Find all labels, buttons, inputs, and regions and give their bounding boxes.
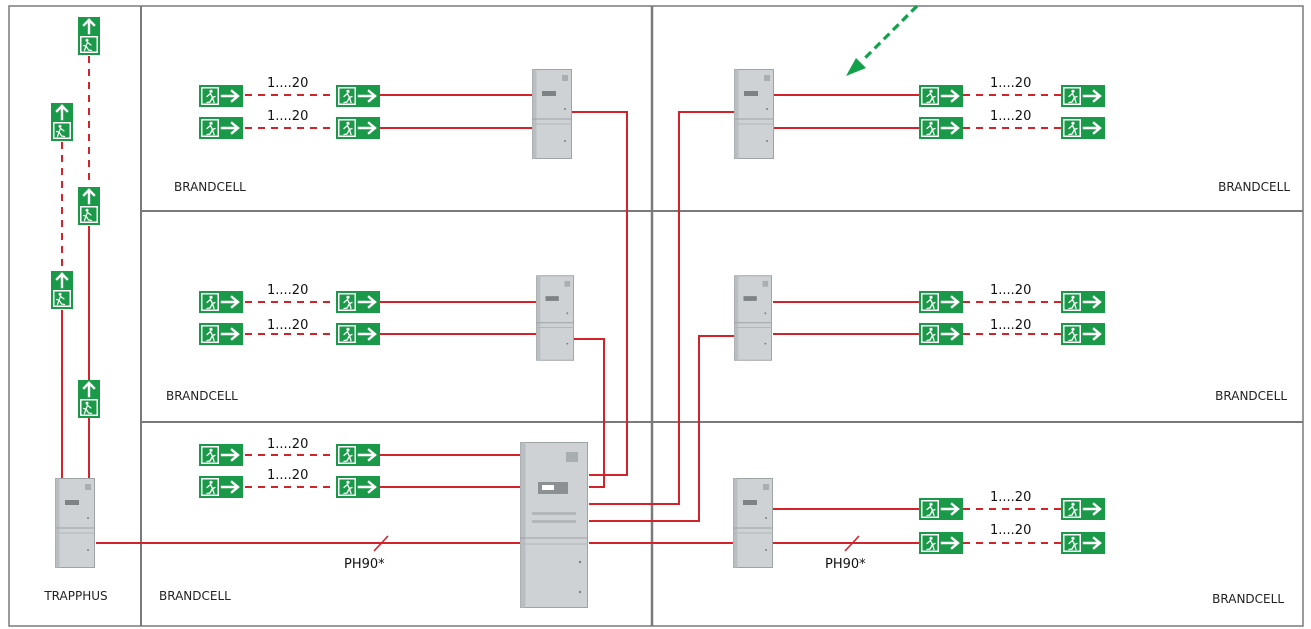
emergency-exit-right-arrow-icon [1061, 291, 1105, 313]
zone-label-brandcell: BRANDCELL [174, 180, 246, 194]
emergency-exit-right-arrow-icon [199, 323, 243, 345]
central-battery-cabinet-icon [520, 442, 588, 608]
count-label: 1....20 [267, 283, 308, 298]
central-battery-cabinet-icon [536, 275, 574, 361]
count-label: 1....20 [990, 490, 1031, 505]
emergency-exit-up-arrow-icon [51, 103, 73, 141]
ph90-label: PH90* [344, 557, 385, 572]
emergency-exit-right-arrow-icon [199, 85, 243, 107]
dashed-cables [61, 56, 1061, 544]
count-label: 1....20 [267, 318, 308, 333]
zone-label-trapphus: TRAPPHUS [43, 589, 107, 603]
zone-label-brandcell: BRANDCELL [1212, 592, 1284, 606]
count-label: 1....20 [990, 76, 1031, 91]
central-battery-cabinet-icon [55, 478, 95, 568]
emergency-exit-up-arrow-icon [78, 17, 100, 55]
emergency-exit-right-arrow-icon [336, 291, 380, 313]
emergency-exit-right-arrow-icon [1061, 498, 1105, 520]
emergency-exit-right-arrow-icon [336, 117, 380, 139]
emergency-exit-right-arrow-icon [336, 444, 380, 466]
central-battery-cabinet-icon [734, 275, 772, 361]
green-dashed-arrow-icon [846, 4, 919, 76]
count-labels: 1....20 1....20 1....20 1....20 1....20 … [267, 76, 1031, 538]
emergency-exit-right-arrow-icon [336, 476, 380, 498]
exit-signs-stairwell [51, 17, 100, 418]
count-label: 1....20 [990, 283, 1031, 298]
central-battery-cabinet-icon [733, 478, 773, 568]
count-label: 1....20 [267, 76, 308, 91]
emergency-exit-right-arrow-icon [199, 444, 243, 466]
emergency-exit-right-arrow-icon [919, 291, 963, 313]
emergency-exit-up-arrow-icon [51, 271, 73, 309]
zone-labels: BRANDCELL BRANDCELL BRANDCELL BRANDCELL … [43, 180, 1290, 606]
emergency-exit-right-arrow-icon [199, 117, 243, 139]
battery-cabinets [55, 69, 774, 608]
ph90-tick-marks [373, 535, 860, 552]
emergency-exit-right-arrow-icon [919, 323, 963, 345]
emergency-exit-right-arrow-icon [199, 476, 243, 498]
ph90-label: PH90* [825, 557, 866, 572]
zone-label-brandcell: BRANDCELL [166, 389, 238, 403]
solid-cables [61, 94, 919, 544]
count-label: 1....20 [267, 437, 308, 452]
emergency-exit-right-arrow-icon [919, 117, 963, 139]
emergency-exit-right-arrow-icon [1061, 532, 1105, 554]
emergency-exit-right-arrow-icon [919, 85, 963, 107]
emergency-exit-right-arrow-icon [1061, 117, 1105, 139]
emergency-exit-up-arrow-icon [78, 380, 100, 418]
central-battery-cabinet-icon [734, 69, 774, 159]
zone-label-brandcell: BRANDCELL [1218, 180, 1290, 194]
emergency-exit-right-arrow-icon [1061, 323, 1105, 345]
emergency-exit-up-arrow-icon [78, 187, 100, 225]
zone-label-brandcell: BRANDCELL [159, 589, 231, 603]
emergency-exit-right-arrow-icon [199, 291, 243, 313]
count-label: 1....20 [267, 109, 308, 124]
emergency-exit-right-arrow-icon [1061, 85, 1105, 107]
building-walls [8, 5, 1304, 627]
emergency-exit-right-arrow-icon [919, 498, 963, 520]
count-label: 1....20 [267, 468, 308, 483]
emergency-exit-right-arrow-icon [919, 532, 963, 554]
zone-label-brandcell: BRANDCELL [1215, 389, 1287, 403]
count-label: 1....20 [990, 318, 1031, 333]
count-label: 1....20 [990, 109, 1031, 124]
count-label: 1....20 [990, 523, 1031, 538]
central-battery-cabinet-icon [532, 69, 572, 159]
emergency-exit-right-arrow-icon [336, 85, 380, 107]
emergency-exit-right-arrow-icon [336, 323, 380, 345]
